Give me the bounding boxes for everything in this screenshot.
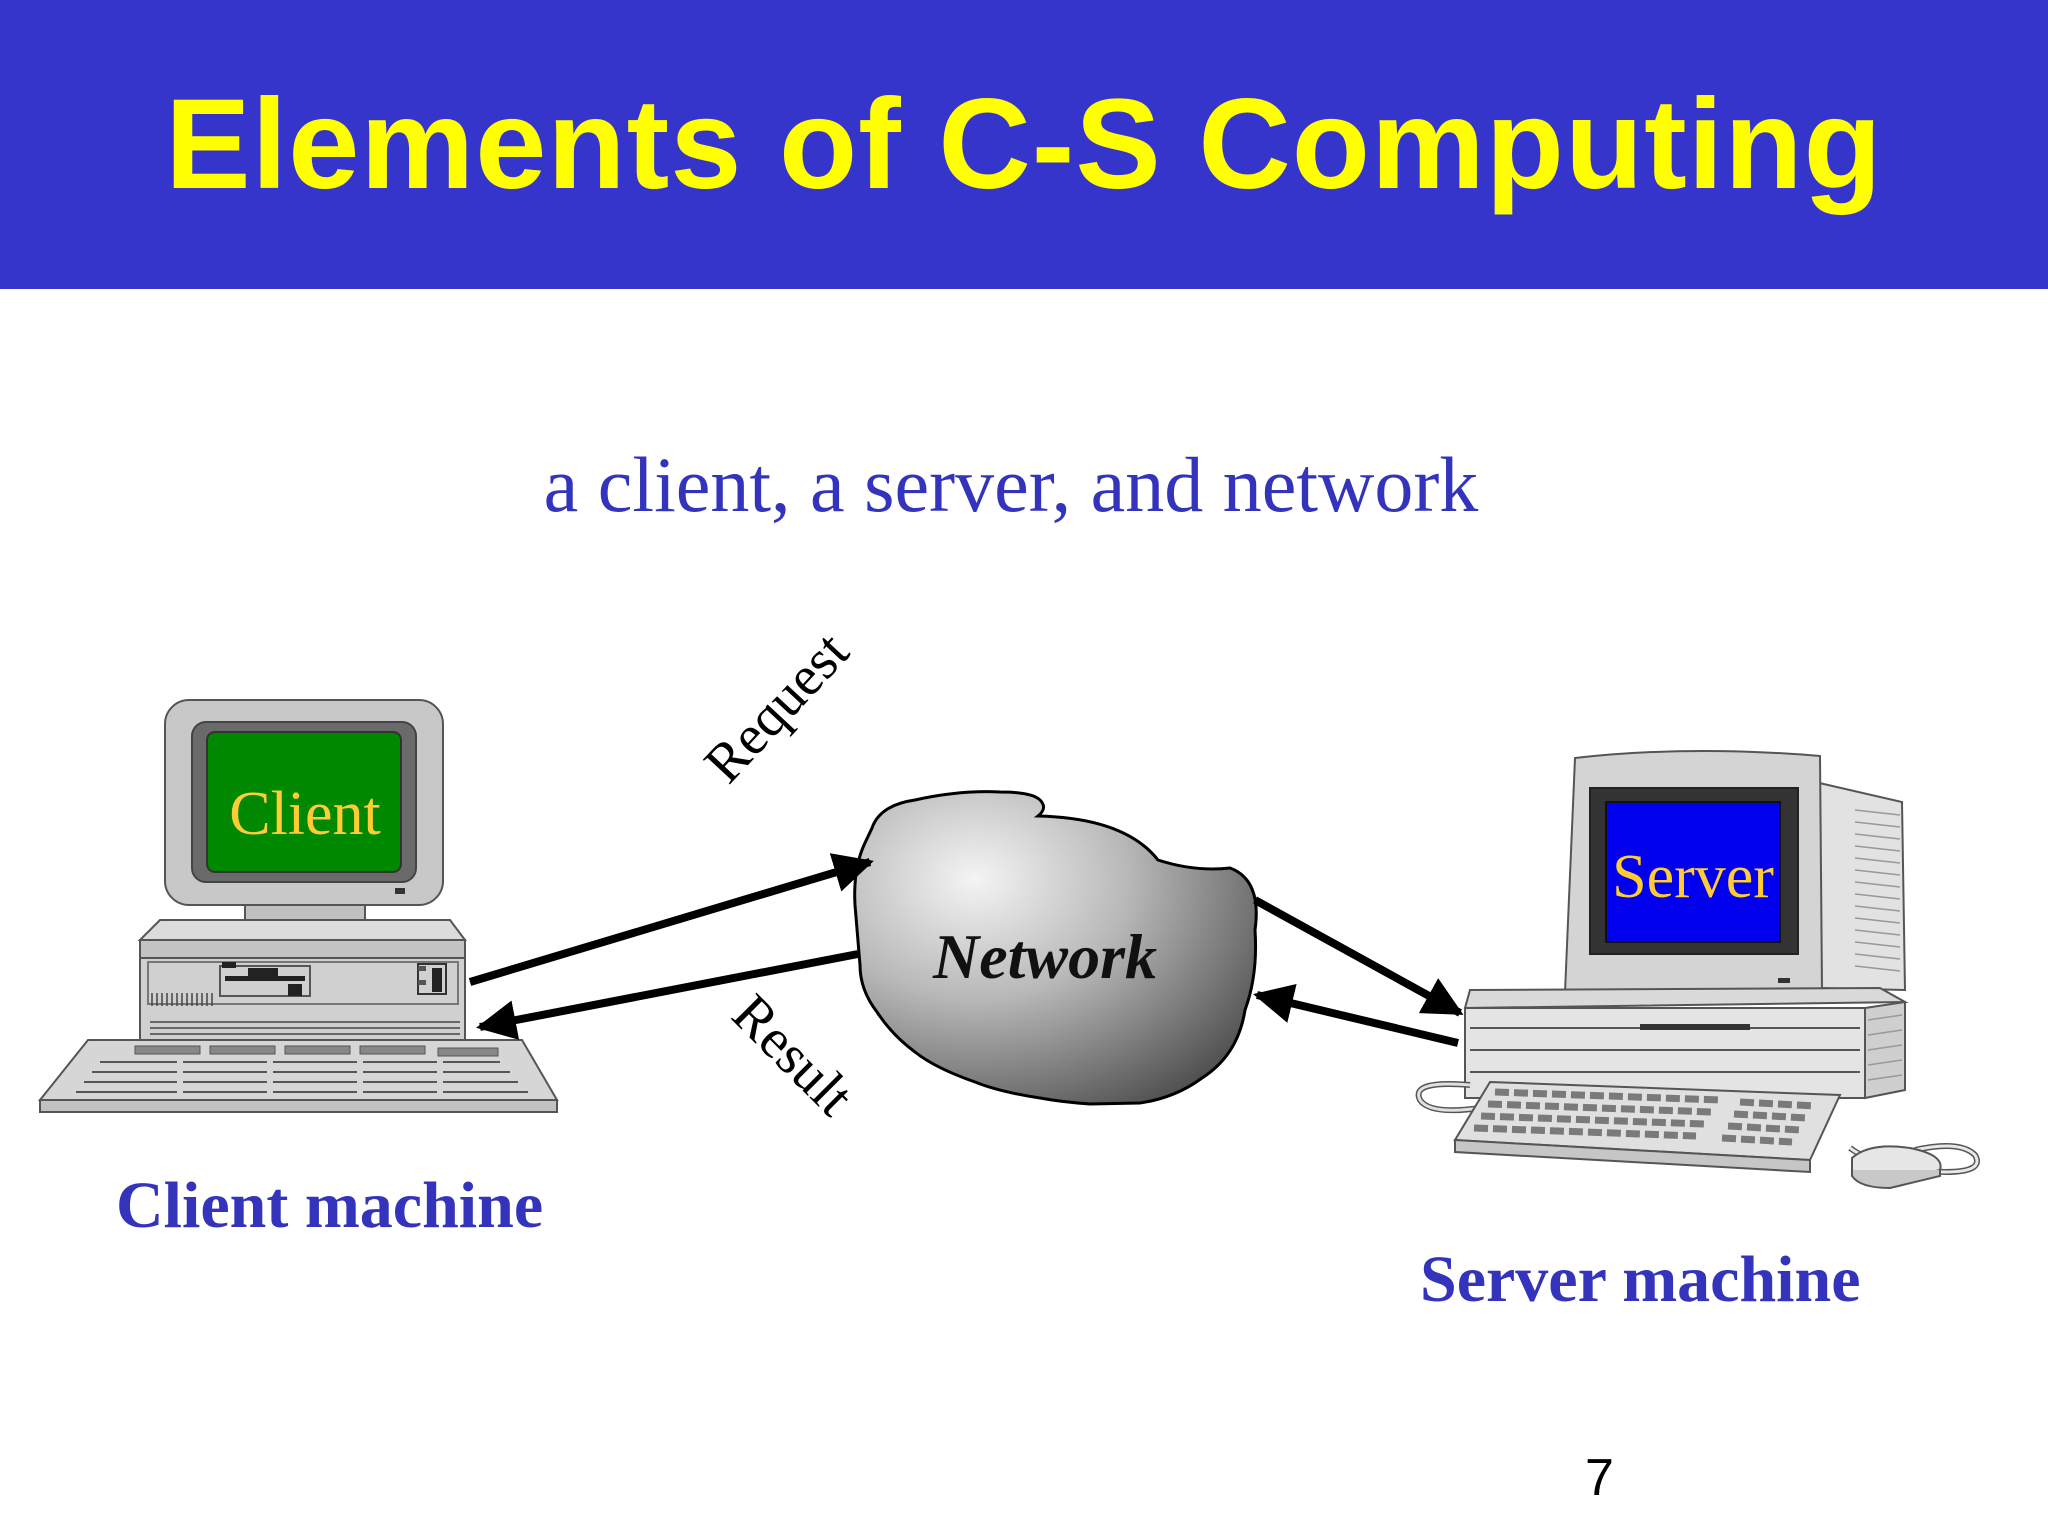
slide-title: Elements of C-S Computing <box>165 73 1883 216</box>
server-case <box>1463 986 1909 1100</box>
slide-subtitle: a client, a server, and network <box>543 441 1479 528</box>
server-screen-label: Server <box>1612 843 1774 911</box>
server-computer-icon <box>1415 749 1980 1190</box>
client-screen <box>206 731 402 873</box>
server-screen <box>1605 801 1781 943</box>
client-computer-icon <box>37 699 559 1113</box>
server-mouse <box>1851 1145 1942 1190</box>
server-machine-caption: Server machine <box>1420 1243 1861 1316</box>
server-keyboard <box>1453 1080 1842 1174</box>
client-case <box>137 919 467 1049</box>
client-screen-label: Client <box>229 780 381 848</box>
result-arrow-to-client <box>476 950 859 1040</box>
result-label: Result <box>720 983 865 1128</box>
client-machine-caption: Client machine <box>116 1169 544 1242</box>
network-cloud <box>853 790 1258 1106</box>
request-label: Request <box>693 620 862 795</box>
network-label: Network <box>932 921 1157 992</box>
page-number: 7 <box>1585 1449 1614 1507</box>
server-monitor <box>1563 749 1824 994</box>
client-keyboard <box>37 1039 559 1113</box>
request-arrow-to-server <box>1253 896 1464 1017</box>
request-arrow-to-network <box>468 853 874 986</box>
client-monitor <box>164 699 444 924</box>
result-arrow-to-network <box>1253 983 1459 1047</box>
title-bar <box>0 0 2048 289</box>
